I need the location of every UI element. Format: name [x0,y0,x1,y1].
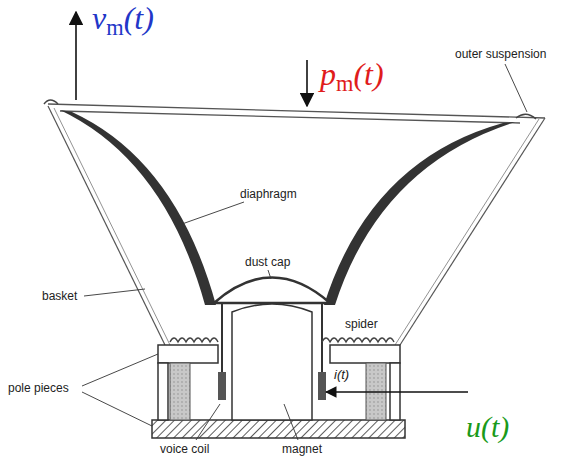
part-label: dust cap [245,256,290,268]
dust-cap [214,278,330,304]
part-label: spider [345,318,378,330]
part-label: pole pieces [8,382,69,394]
velocity-arrow [75,12,77,100]
center-pole [232,304,312,420]
leader-line [82,392,152,426]
outer-suspension-roll [516,114,536,119]
bottom-plate [152,420,405,438]
diaphragm-cone [324,122,515,305]
voice-coil-winding [318,372,326,400]
spider [170,338,218,342]
signal-label: i(t) [334,368,349,381]
leader-line [196,404,220,440]
signal-label: u(t) [466,412,509,442]
top-plate [330,345,400,363]
symbol-subscript: m [336,71,353,96]
part-label: voice coil [160,443,209,455]
pressure-arrow [306,60,308,106]
current-arrow [326,391,468,392]
symbol-subscript: m [106,15,123,40]
top-plate [158,345,218,363]
pole-wall [158,363,168,420]
basket-frame [400,118,545,345]
leader-line [268,270,271,279]
outer-suspension-roll [44,100,58,104]
leader-line [284,404,298,440]
part-label: basket [42,290,77,302]
spider [322,338,394,342]
symbol-letter: v [92,0,106,36]
leader-line [505,64,527,112]
voice-coil-winding [218,372,226,400]
part-label: outer suspension [455,48,546,60]
leader-line [84,289,145,296]
symbol-argument: (t) [124,0,154,36]
signal-label: vm(t) [92,2,154,39]
basket-frame [395,119,539,345]
symbol-letter: p [320,56,336,92]
diaphragm-cone [60,110,216,305]
rim-line [48,104,545,118]
symbol-argument: (t) [353,56,383,92]
basket-frame [48,106,165,345]
magnet-ring [170,363,190,420]
leader-line [82,354,158,386]
part-label: diaphragm [240,188,297,200]
leader-line [182,202,244,224]
rim-line [60,111,520,123]
signal-label: pm(t) [320,58,384,95]
part-label: magnet [282,443,322,455]
